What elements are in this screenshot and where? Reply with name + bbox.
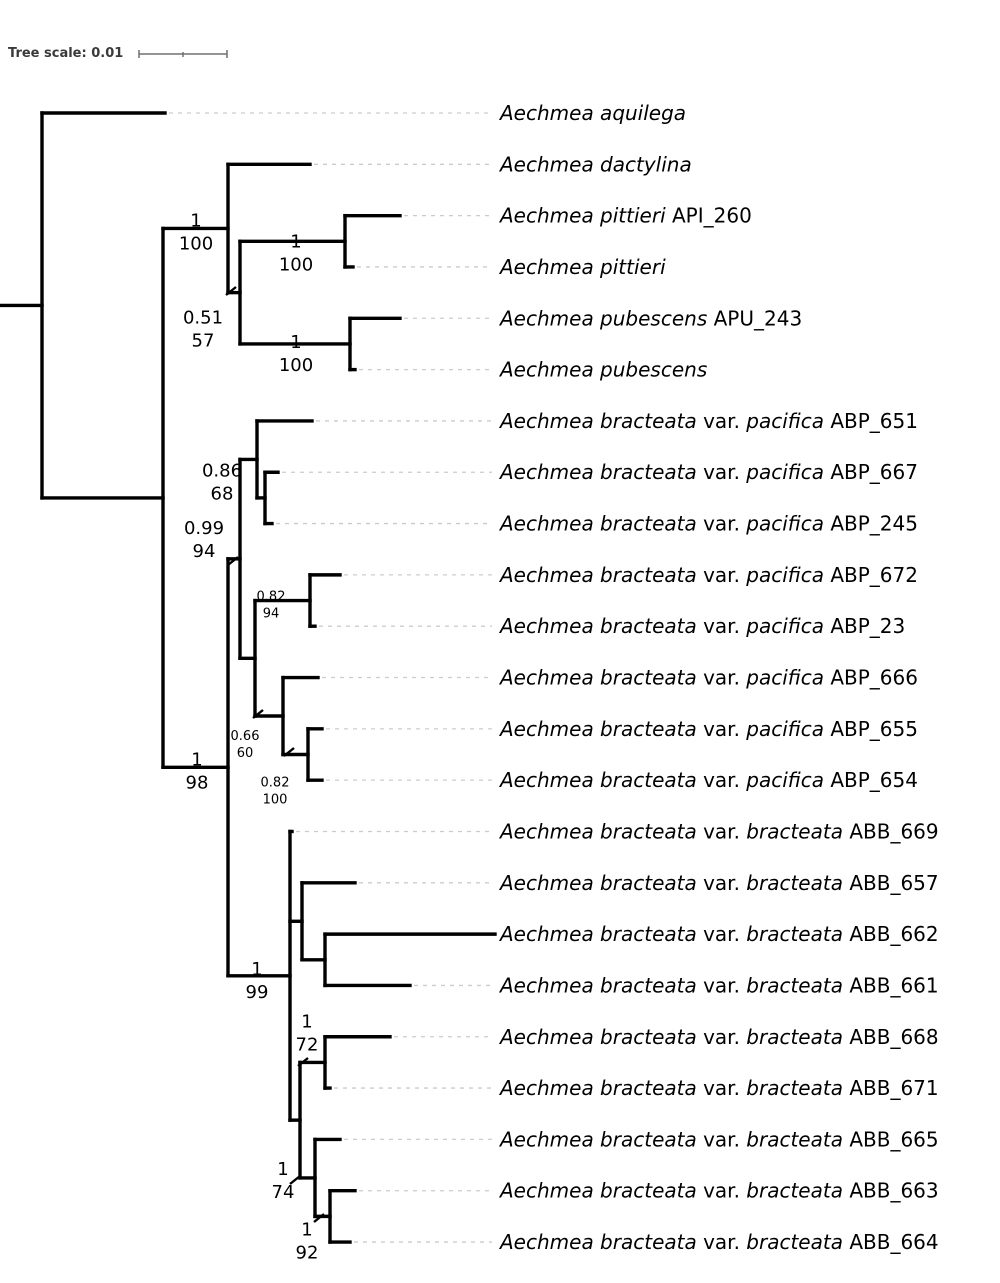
support-bootstrap: 92 [296,1242,319,1263]
support-posterior: 1 [191,749,202,770]
tip-label: Aechmea bracteata var. bracteata ABB_657 [498,871,939,895]
support-bootstrap: 98 [186,772,209,793]
tip-label: Aechmea bracteata var. pacifica ABP_23 [498,614,905,638]
support-posterior: 1 [301,1219,312,1240]
tip-label: Aechmea bracteata var. pacifica ABP_666 [498,666,918,690]
support-posterior: 1 [290,332,301,353]
support-posterior: 1 [290,231,301,252]
support-posterior: 0.82 [261,776,290,791]
support-bootstrap: 74 [272,1182,295,1203]
support-posterior: 1 [301,1011,312,1032]
support-posterior: 1 [277,1159,288,1180]
tip-label: Aechmea bracteata var. bracteata ABB_669 [498,819,939,843]
tip-label: Aechmea bracteata var. pacifica ABP_651 [498,409,918,433]
tip-label: Aechmea bracteata var. bracteata ABB_665 [498,1127,939,1151]
tip-label: Aechmea pittieri API_260 [498,204,752,228]
tip-label: Aechmea pubescens [498,358,707,382]
support-bootstrap: 57 [192,331,215,352]
node-tick [289,1175,301,1185]
node-tick [283,747,295,757]
tip-label: Aechmea bracteata var. bracteata ABB_664 [498,1230,939,1254]
support-bootstrap: 72 [296,1034,319,1055]
support-bootstrap: 94 [193,541,216,562]
support-bootstrap: 100 [263,793,288,808]
tree-scale-label: Tree scale: 0.01 [8,46,124,61]
support-posterior: 0.51 [183,308,223,329]
support-bootstrap: 60 [237,746,254,761]
tip-label: Aechmea bracteata var. pacifica ABP_667 [498,460,918,484]
support-posterior: 0.82 [257,590,286,605]
tip-label: Aechmea bracteata var. pacifica ABP_655 [498,717,918,741]
support-posterior: 1 [251,959,262,980]
tip-label: Aechmea aquilega [498,101,686,125]
tip-label: Aechmea bracteata var. bracteata ABB_668 [498,1025,939,1049]
support-bootstrap: 100 [279,355,313,376]
tip-label: Aechmea bracteata var. pacifica ABP_654 [498,768,918,792]
tip-label: Aechmea bracteata var. bracteata ABB_661 [498,973,939,997]
support-bootstrap: 100 [179,233,213,254]
tip-label: Aechmea bracteata var. bracteata ABB_663 [498,1179,939,1203]
support-bootstrap: 68 [211,483,234,504]
node-tick [225,286,237,296]
node-tick [313,1213,325,1223]
node-tick [227,556,239,566]
support-posterior: 0.99 [184,518,224,539]
tip-label: Aechmea bracteata var. bracteata ABB_662 [498,922,939,946]
tree-scale: Tree scale: 0.01 [8,46,231,61]
tip-label: Aechmea bracteata var. pacifica ABP_245 [498,512,918,536]
support-bootstrap: 94 [263,607,280,622]
node-tick [297,1057,309,1067]
support-bootstrap: 100 [279,254,313,275]
tip-label: Aechmea bracteata var. bracteata ABB_671 [498,1076,939,1100]
support-posterior: 0.66 [231,729,260,744]
support-bootstrap: 99 [246,982,269,1003]
support-posterior: 1 [190,210,201,231]
tree-scale-bar [138,49,229,58]
tip-label: Aechmea dactylina [498,152,692,176]
tip-label: Aechmea pubescens APU_243 [498,306,802,330]
tip-label: Aechmea bracteata var. pacifica ABP_672 [498,563,918,587]
node-tick [252,709,264,719]
support-posterior: 0.86 [202,460,242,481]
tip-label: Aechmea pittieri [498,255,666,279]
